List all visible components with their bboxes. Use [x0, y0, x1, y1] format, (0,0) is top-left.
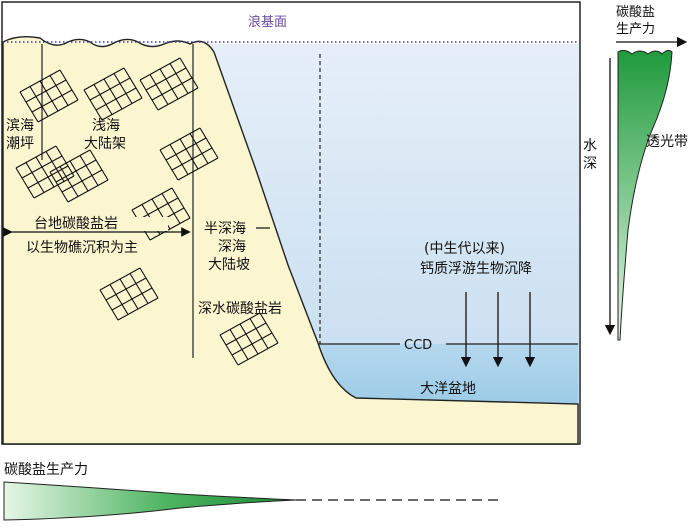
- neritic-label-1: 浅海: [92, 118, 120, 134]
- settling-arrows: [460, 292, 536, 368]
- bathyal-label-3: 大陆坡: [208, 257, 250, 273]
- productivity-bottom-label: 碳酸盐生产力: [4, 462, 88, 478]
- continental-platform: [2, 35, 579, 445]
- depth-label-1: 水: [583, 138, 597, 154]
- productivity-top-label-2: 生产力: [616, 22, 655, 37]
- bathyal-label-1: 半深海: [204, 221, 246, 237]
- ccd-label: CCD: [404, 338, 432, 353]
- mesozoic-label-2: 钙质浮游生物沉降: [420, 261, 532, 277]
- bathyal-label-2: 深海: [218, 239, 246, 255]
- productivity-vertical-shape: [617, 49, 673, 341]
- productivity-horizontal-shape: [3, 481, 297, 521]
- productivity-top-label-1: 碳酸盐: [616, 5, 655, 20]
- photic-zone-label: 透光带: [646, 134, 688, 150]
- depth-label-2: 深: [583, 156, 597, 172]
- mesozoic-label-1: (中生代以来): [424, 241, 505, 257]
- wave-base-label: 浪基面: [248, 15, 287, 30]
- productivity-lateral-profile: 碳酸盐生产力: [3, 462, 500, 521]
- platform-label-bg: [26, 217, 168, 231]
- productivity-depth-profile: 碳酸盐 生产力 水 深 透光带: [583, 5, 688, 341]
- platform-label-2: 以生物礁沉积为主: [26, 240, 138, 256]
- neritic-label-2: 大陆架: [84, 136, 126, 152]
- littoral-label-1: 滨海: [6, 118, 34, 134]
- below-ccd-water: [318, 344, 578, 404]
- deepwater-carbonate-label: 深水碳酸盐岩: [198, 301, 282, 317]
- littoral-label-2: 潮坪: [6, 136, 34, 152]
- platform-label-1: 台地碳酸盐岩: [34, 216, 118, 232]
- ocean-basin-label: 大洋盆地: [420, 381, 476, 397]
